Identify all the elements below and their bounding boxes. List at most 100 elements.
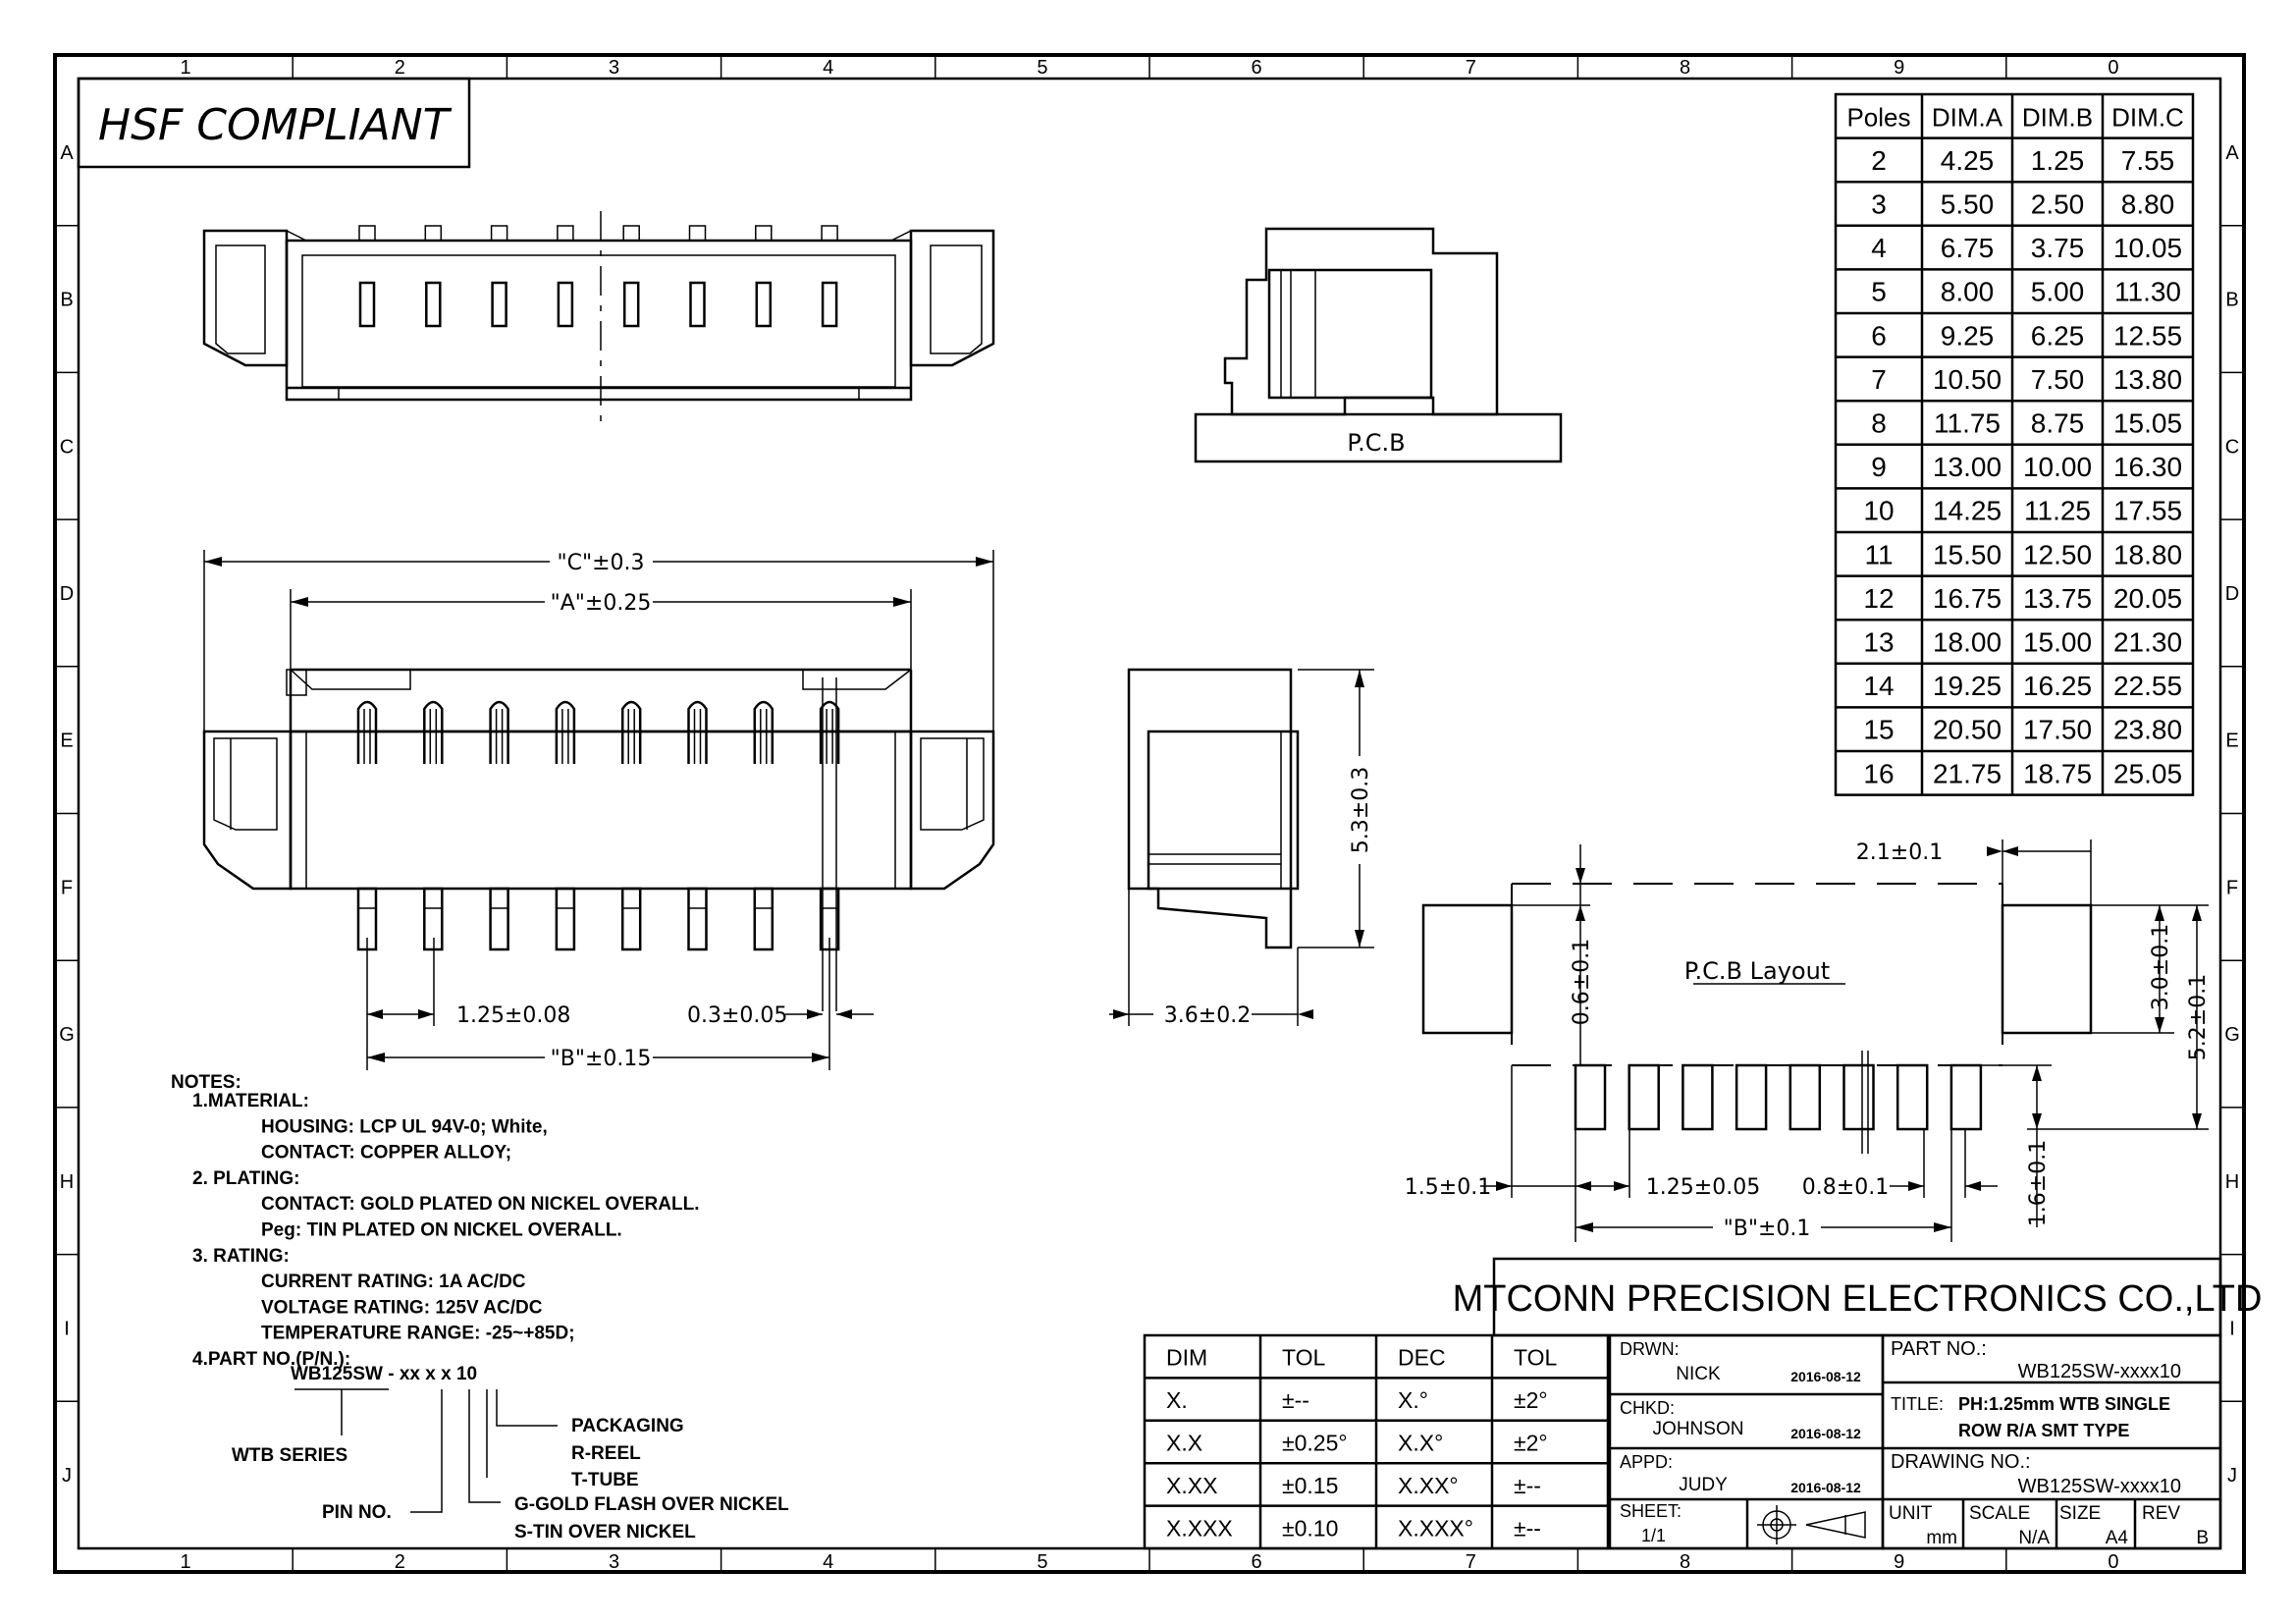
dim-table-cell: 7 [1871,364,1887,395]
gold-label: G-GOLD FLASH OVER NICKEL [514,1494,789,1515]
dim-table-cell: 15.00 [2023,627,2092,658]
approved-name: JUDY [1679,1475,1728,1495]
hsf-compliant-label: HSF COMPLIANT [98,100,453,150]
rev-value: B [2196,1528,2209,1548]
dim-table-cell: 12.50 [2023,539,2092,569]
reel-label: R-REEL [571,1443,641,1464]
front-pin-contact [356,700,378,764]
tube-label: T-TUBE [571,1470,639,1490]
frame-row-right-A: A [2225,142,2239,164]
dim-layout-pin-w: 0.8±0.1 [1802,1175,1889,1200]
dim-layout-pitch: 1.25±0.05 [1646,1175,1760,1200]
pin-no-label: PIN NO. [322,1502,392,1523]
scale-value: N/A [2018,1528,2050,1548]
dim-table-cell: 4 [1871,233,1887,263]
layout-signal-pad [1896,1063,1929,1131]
notes-line: Peg: TIN PLATED ON NICKEL OVERALL. [261,1220,622,1241]
dim-table-cell: 18.75 [2023,758,2092,788]
dim-table-header: DIM.B [2022,102,2093,132]
dim-table-cell: 10.05 [2113,233,2182,263]
frame-col-bottom-4: 4 [823,1551,833,1573]
top-pin-contact [358,281,376,328]
tol-table-cell: X.XX [1166,1473,1217,1498]
top-pin-tip [424,225,443,242]
dim-table-cell: 3 [1871,189,1887,220]
approved-date: 2016-08-12 [1790,1480,1861,1495]
dim-table-cell: 10.00 [2023,452,2092,482]
notes-title: NOTES: [171,1072,241,1093]
dim-table-cell: 20.50 [1933,715,2002,745]
tol-table-cell: ±0.15 [1282,1473,1338,1498]
dim-table-cell: 8.80 [2121,189,2175,220]
layout-signal-pad [1949,1063,1983,1131]
layout-signal-pad [1682,1063,1714,1131]
dim-table-header: DIM.A [1932,102,2003,132]
frame-col-bottom-1: 1 [181,1551,191,1573]
tol-table-cell: X.X [1166,1431,1202,1456]
approved-label: APPD: [1620,1452,1673,1472]
pcb-label: P.C.B [1347,429,1405,457]
dim-table-cell: 18.00 [1933,627,2002,658]
drawing-no-label: DRAWING NO.: [1891,1451,2031,1473]
notes-line: 3. RATING: [192,1246,290,1267]
dim-layout-pad-h: 3.0±0.1 [2149,924,2173,1010]
dim-table-cell: 4.25 [1941,145,1995,176]
dim-table-cell: 19.25 [1933,671,2002,701]
notes-block: NOTES: 1.MATERIAL:HOUSING: LCP UL 94V-0;… [171,1072,789,1543]
top-pin-tip [821,225,838,242]
top-pin-tip [622,225,640,242]
frame-col-top-6: 6 [1252,57,1262,79]
side-view-top: P.C.B [1194,227,1563,463]
frame-col-bottom-5: 5 [1037,1551,1047,1573]
frame-row-left-G: G [59,1024,75,1046]
dim-table-cell: 21.75 [1933,758,2002,788]
sheet-label: SHEET: [1620,1501,1682,1521]
size-label: SIZE [2059,1503,2101,1524]
top-pin-contact [622,281,640,328]
dim-table-cell: 5.50 [1941,189,1995,220]
dim-table-cell: 10 [1863,496,1894,526]
dim-table-cell: 13.00 [1933,452,2002,482]
dim-table-cell: 18.80 [2113,539,2182,569]
tol-table-cell: X. [1166,1387,1188,1413]
checked-name: JOHNSON [1653,1419,1744,1439]
dim-table-cell: 9.25 [1941,320,1995,351]
frame-col-top-1: 1 [181,57,191,79]
tol-table-cell: ±2° [1514,1431,1548,1456]
front-pin-leg [687,887,708,951]
title-block: MTCONN PRECISION ELECTRONICS CO.,LTD DRW… [1453,1257,2262,1550]
frame-col-bottom-9: 9 [1894,1551,1904,1573]
frame-row-left-E: E [60,731,73,752]
dim-table-header: DIM.C [2111,102,2184,132]
frame-col-bottom-0: 0 [2108,1551,2118,1573]
tol-table-cell: ±0.10 [1282,1515,1338,1541]
frame-col-bottom-8: 8 [1680,1551,1690,1573]
notes-line: TEMPERATURE RANGE: -25~+85D; [261,1324,575,1344]
dim-table-cell: 13 [1863,627,1894,658]
dim-table-cell: 10.50 [1933,364,2002,395]
tol-table-header: TOL [1282,1345,1326,1371]
dim-layout-pad-w: 2.1±0.1 [1856,840,1943,865]
dim-table-cell: 20.05 [2113,583,2182,614]
tol-table-cell: ±-- [1282,1387,1309,1413]
dim-table-cell: 22.55 [2113,671,2182,701]
frame-col-bottom-7: 7 [1466,1551,1476,1573]
tol-table-cell: ±-- [1514,1473,1541,1498]
dim-table-cell: 7.55 [2121,145,2175,176]
front-pin-leg [753,887,774,951]
top-pin-tip [490,225,508,242]
checked-label: CHKD: [1620,1398,1675,1418]
dim-table-cell: 5 [1871,277,1887,307]
dim-table-cell: 12.55 [2113,320,2182,351]
frame-row-right-C: C [2225,436,2239,458]
notes-line: CONTACT: GOLD PLATED ON NICKEL OVERALL. [261,1194,700,1215]
front-pin-leg [489,887,509,951]
dim-a-label: "A"±0.25 [551,591,652,616]
dim-table-cell: 17.50 [2023,715,2092,745]
frame-row-left-I: I [64,1318,70,1339]
frame-row-right-E: E [2225,731,2238,752]
notes-line: CONTACT: COPPER ALLOY; [261,1143,511,1164]
